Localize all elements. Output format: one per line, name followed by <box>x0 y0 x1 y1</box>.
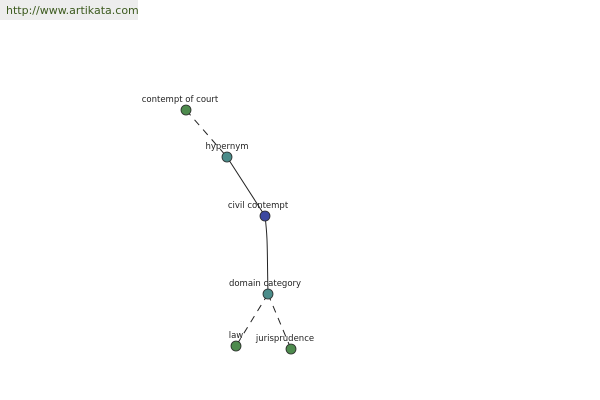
edges-layer <box>185 109 292 350</box>
node-jurisprudence-label: jurisprudence <box>255 334 314 344</box>
node-hypernym-dot[interactable] <box>221 151 233 163</box>
node-law[interactable]: law <box>229 331 244 352</box>
node-jurisprudence-dot[interactable] <box>285 343 297 355</box>
node-contempt-of-court[interactable]: contempt of court <box>142 95 219 116</box>
nodes-layer: contempt of court hypernym civil contempt d… <box>142 95 314 355</box>
edge-hypernym-to-civil-contempt <box>226 156 266 217</box>
node-domain-category-dot[interactable] <box>262 288 274 300</box>
edge-contempt-of-court-to-hypernym <box>185 109 228 158</box>
node-jurisprudence[interactable]: jurisprudence <box>255 334 314 355</box>
node-domain-category[interactable]: domain category <box>229 279 301 300</box>
source-url-link[interactable]: http://www.artikata.com <box>0 0 139 20</box>
edge-civil-contempt-to-domain-category <box>264 215 269 295</box>
node-law-label: law <box>229 331 244 341</box>
node-civil-contempt-dot[interactable] <box>259 210 271 222</box>
node-contempt-of-court-dot[interactable] <box>180 104 192 116</box>
edge-domain-category-to-jurisprudence <box>267 293 292 350</box>
node-civil-contempt-label: civil contempt <box>228 201 289 211</box>
node-hypernym-label: hypernym <box>205 142 248 152</box>
node-hypernym[interactable]: hypernym <box>205 142 249 163</box>
node-law-dot[interactable] <box>230 340 242 352</box>
node-contempt-of-court-label: contempt of court <box>142 95 219 105</box>
node-domain-category-label: domain category <box>229 279 301 289</box>
node-civil-contempt[interactable]: civil contempt <box>228 201 289 222</box>
edge-domain-category-to-law <box>235 293 269 347</box>
